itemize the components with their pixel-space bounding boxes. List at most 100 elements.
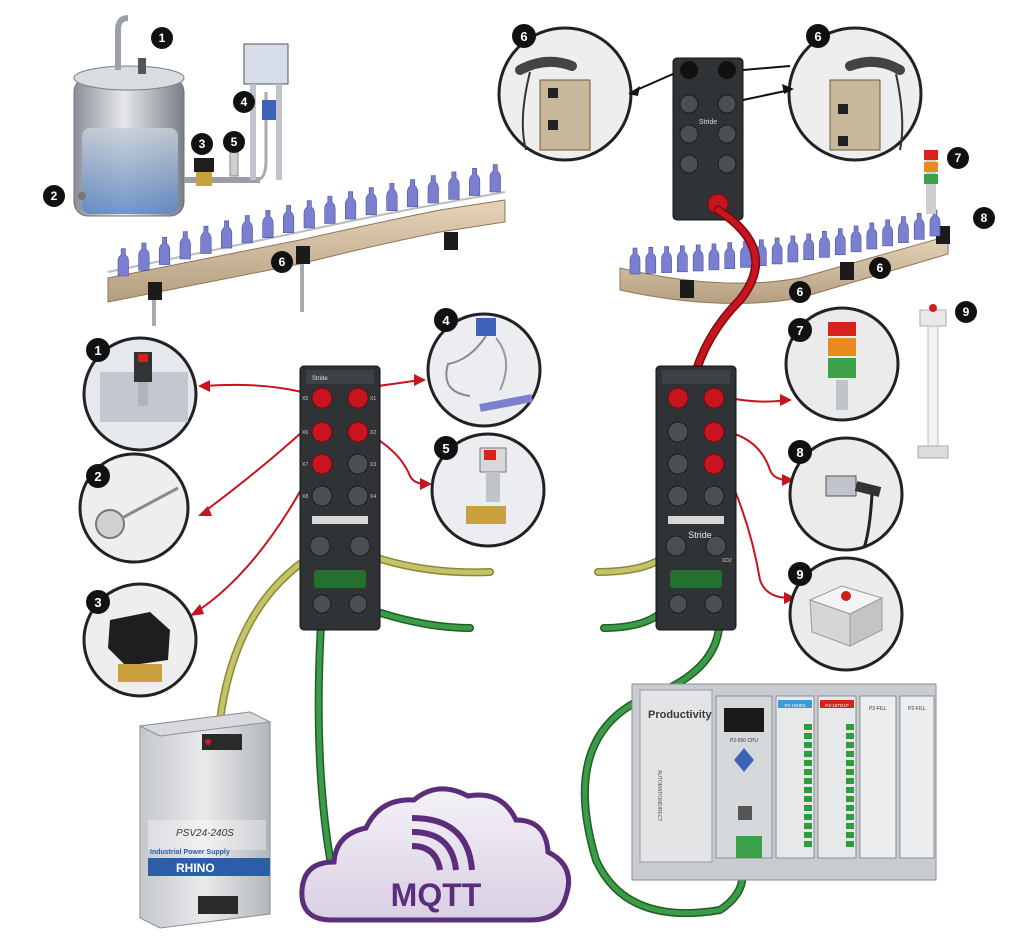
terminal (846, 733, 854, 739)
terminal (846, 769, 854, 775)
callout-6: 6 (806, 24, 830, 48)
port-label: X8 (302, 494, 308, 500)
callout-9: 9 (955, 301, 977, 323)
psu-subtitle: Industrial Power Supply (150, 849, 230, 856)
bottle (819, 231, 830, 258)
terminal (804, 742, 812, 748)
svg-text:6: 6 (279, 255, 286, 269)
terminal (804, 805, 812, 811)
bottle (241, 215, 253, 244)
bottles-right (629, 209, 941, 275)
device-bubble-9 (788, 556, 904, 672)
terminal (846, 751, 854, 757)
terminal (846, 760, 854, 766)
svg-text:7: 7 (955, 151, 962, 165)
bottle (283, 205, 295, 234)
bottle (365, 187, 377, 216)
device-bubble-1 (82, 336, 198, 452)
sensor-bubble-6a (497, 26, 633, 162)
liquid-tank (73, 15, 185, 217)
bottle (262, 210, 274, 238)
terminal (804, 778, 812, 784)
svg-text:3: 3 (199, 137, 206, 151)
plc-cpu-label: P2-550 CPU (730, 738, 758, 744)
callout-3: 3 (191, 133, 213, 155)
callout-2: 2 (86, 464, 110, 488)
svg-text:9: 9 (796, 567, 803, 582)
port-label: X5 (302, 396, 308, 402)
bottle (708, 243, 720, 271)
plc-card-b: P2-16TD1P (825, 703, 849, 708)
callout-5: 5 (434, 436, 458, 460)
bottle (645, 247, 657, 274)
conveyor-left (107, 191, 506, 326)
callout-1: 1 (151, 27, 173, 49)
svg-text:6: 6 (877, 261, 884, 275)
callout-4: 4 (233, 91, 255, 113)
svg-text:2: 2 (51, 189, 58, 203)
terminal (804, 724, 812, 730)
bottle (629, 247, 641, 275)
svg-text:4: 4 (241, 95, 248, 109)
bottle (929, 209, 941, 237)
callout-7: 7 (947, 147, 969, 169)
svg-text:6: 6 (520, 29, 527, 44)
plc-vendor: AUTOMATIONDIRECT (656, 770, 662, 821)
plc-brand: Productivity (648, 709, 712, 721)
psu-model: PSV24-240S (176, 828, 234, 839)
callout-2: 2 (43, 185, 65, 207)
terminal (846, 787, 854, 793)
bottle (898, 216, 909, 243)
bottle (724, 242, 736, 269)
svg-text:5: 5 (442, 441, 449, 456)
svg-text:8: 8 (796, 445, 803, 460)
module-left-brand: Stride (312, 376, 328, 382)
bottle (303, 200, 315, 229)
terminal (846, 841, 854, 847)
plc-rack: Productivity AUTOMATIONDIRECT P2-550 CPU… (631, 683, 937, 881)
terminal (804, 841, 812, 847)
bottle (179, 231, 191, 260)
bottle (834, 228, 846, 255)
bottle (345, 191, 357, 220)
bottle (386, 183, 398, 212)
bottle (407, 179, 419, 208)
svg-text:6: 6 (797, 285, 804, 299)
bottle (138, 242, 150, 271)
port-label: X7 (302, 462, 308, 468)
filling-line-right (619, 150, 950, 459)
conveyor-right (619, 226, 950, 304)
plc-slot-b: P2-FILL (908, 706, 926, 712)
svg-text:1: 1 (159, 31, 166, 45)
terminal (846, 832, 854, 838)
callout-6: 6 (869, 257, 891, 279)
terminal (804, 832, 812, 838)
svg-text:5: 5 (231, 135, 238, 149)
sensor-bubble-6b (787, 26, 923, 162)
terminal (846, 823, 854, 829)
bottle (661, 246, 672, 273)
port-label: X4 (370, 494, 376, 500)
svg-text:3: 3 (94, 595, 101, 610)
port-label: X3 (370, 462, 376, 468)
svg-text:8: 8 (981, 211, 988, 225)
port-label: XD2 (722, 558, 732, 564)
mqtt-label: MQTT (391, 877, 482, 913)
power-supply: PSV24-240S Industrial Power Supply RHINO (138, 711, 272, 929)
filling-line-left (73, 15, 506, 326)
bottles-left (117, 164, 501, 277)
svg-text:2: 2 (94, 469, 101, 484)
bottle (448, 171, 460, 200)
terminal (804, 751, 812, 757)
bottle (787, 235, 799, 263)
bottle (427, 175, 439, 204)
bottle (677, 245, 688, 273)
port-label: X2 (370, 430, 376, 436)
callout-4: 4 (434, 308, 458, 332)
callout-1: 1 (86, 338, 110, 362)
callout-8: 8 (973, 207, 995, 229)
bottle (469, 168, 481, 196)
callout-5: 5 (223, 131, 245, 153)
device-bubble-8 (788, 436, 904, 552)
callout-6: 6 (512, 24, 536, 48)
